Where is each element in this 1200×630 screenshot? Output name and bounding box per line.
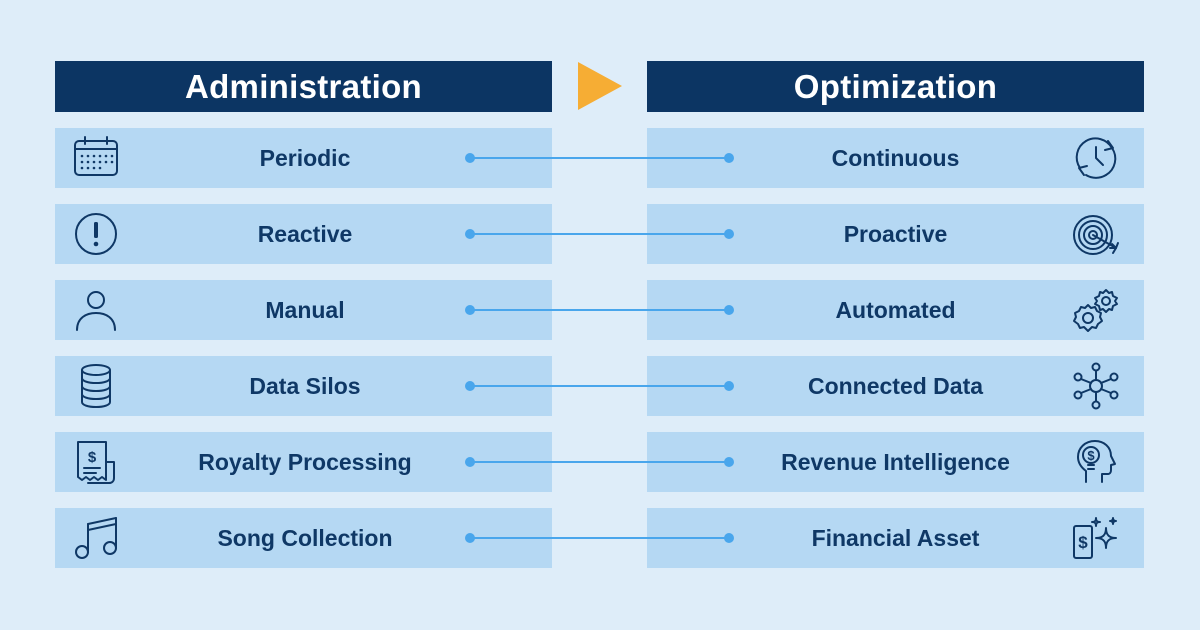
connector-dot-left (465, 229, 475, 239)
connector-line (470, 461, 729, 463)
clock-cycle-icon (1072, 134, 1120, 182)
connector-dot-left (465, 381, 475, 391)
connector-line (470, 309, 729, 311)
administration-label: Reactive (257, 221, 353, 247)
arrow-right-icon (578, 62, 622, 110)
optimization-label: Proactive (843, 221, 948, 247)
comparison-row: Manual Automated (0, 280, 1200, 340)
comparison-row: $ $ Royalty Processing Revenue Intellige… (0, 432, 1200, 492)
exclamation-icon (72, 210, 120, 258)
connector-line (470, 385, 729, 387)
connector-dot-right (724, 457, 734, 467)
connector-dot-right (724, 533, 734, 543)
connector-dot-right (724, 229, 734, 239)
header-administration: Administration (55, 61, 552, 112)
optimization-label: Financial Asset (811, 525, 980, 551)
svg-text:$: $ (88, 449, 97, 466)
connector-line (470, 537, 729, 539)
optimization-label: Revenue Intelligence (781, 449, 1010, 475)
administration-label: Royalty Processing (198, 449, 412, 475)
administration-label: Data Silos (249, 373, 361, 399)
optimization-label: Connected Data (807, 373, 984, 399)
connector-dot-left (465, 305, 475, 315)
connector-dot-left (465, 533, 475, 543)
administration-label: Manual (265, 297, 345, 323)
receipt-icon: $ (72, 438, 120, 486)
comparison-row: Reactive Proactive (0, 204, 1200, 264)
head-dollar-icon: $ (1072, 438, 1120, 486)
administration-label: Song Collection (217, 525, 393, 551)
money-sparkle-icon: $ (1072, 514, 1120, 562)
target-icon (1072, 210, 1120, 258)
connector-dot-right (724, 381, 734, 391)
connector-line (470, 233, 729, 235)
svg-text:$: $ (1087, 448, 1095, 463)
header-optimization: Optimization (647, 61, 1144, 112)
connector-line (470, 157, 729, 159)
optimization-label: Automated (835, 297, 956, 323)
network-icon (1072, 362, 1120, 410)
person-icon (72, 286, 120, 334)
connector-dot-left (465, 153, 475, 163)
music-note-icon (72, 514, 120, 562)
gears-icon (1072, 286, 1120, 334)
administration-label: Periodic (259, 145, 351, 171)
comparison-row: $ Song Collection Financial Asset (0, 508, 1200, 568)
comparison-row: Periodic Continuous (0, 128, 1200, 188)
calendar-icon (72, 134, 120, 182)
optimization-label: Continuous (831, 145, 960, 171)
database-icon (72, 362, 120, 410)
comparison-row: Data Silos Connected Data (0, 356, 1200, 416)
connector-dot-left (465, 457, 475, 467)
connector-dot-right (724, 153, 734, 163)
svg-text:$: $ (1078, 533, 1088, 552)
connector-dot-right (724, 305, 734, 315)
